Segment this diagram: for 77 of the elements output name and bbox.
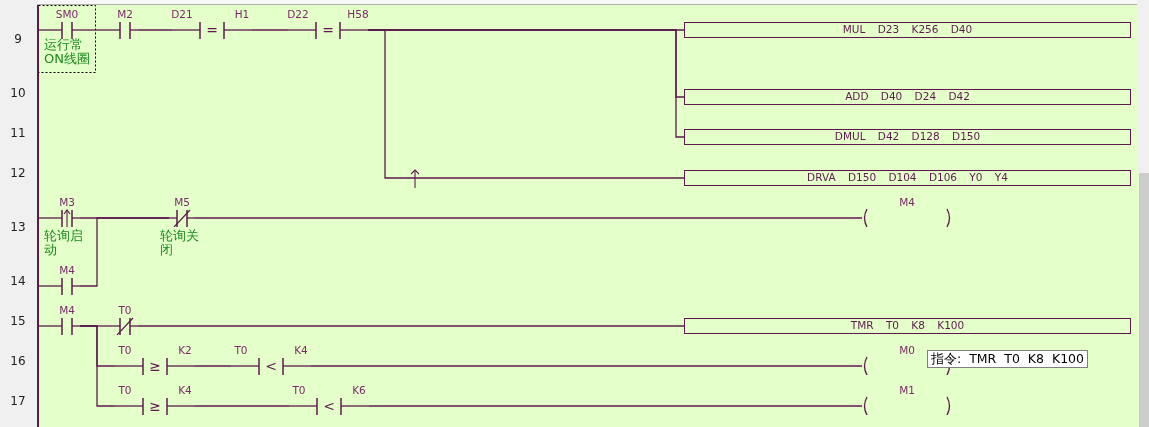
wire — [79, 325, 116, 407]
address-label: T0 — [234, 344, 248, 356]
wire — [137, 29, 173, 31]
row-number: 9 — [13, 32, 23, 46]
address-label: M4 — [59, 304, 75, 316]
wire — [368, 405, 863, 407]
wire — [79, 217, 170, 287]
address-label: SM0 — [55, 8, 79, 20]
row-number: 16 — [9, 354, 27, 368]
compare-contact — [289, 384, 369, 415]
contact — [112, 8, 138, 39]
contact — [54, 196, 80, 227]
address-label: D22 — [287, 8, 309, 20]
instruction-box: DMUL D42 D128 D150 — [684, 129, 1131, 145]
address-label: M3 — [59, 196, 75, 208]
compare-contact — [172, 8, 252, 39]
wire — [79, 29, 113, 31]
contact — [54, 264, 80, 295]
contact — [112, 304, 138, 335]
address-label: M4 — [59, 264, 75, 276]
contact — [169, 196, 195, 227]
address-label: K2 — [178, 344, 192, 356]
instruction-box: ADD D40 D24 D42 — [684, 89, 1131, 105]
row-number: 14 — [9, 274, 27, 288]
comment-text: 轮询启动 — [44, 229, 84, 257]
address-label: T0 — [292, 384, 306, 396]
address-label: K4 — [294, 344, 308, 356]
compare-sign: < — [323, 399, 335, 413]
address-label: M5 — [174, 196, 190, 208]
row-number: 11 — [9, 126, 27, 140]
compare-sign: ≥ — [149, 399, 161, 413]
wire — [194, 217, 863, 219]
address-label: T0 — [118, 384, 132, 396]
comment-text: 运行常ON线圈 — [44, 38, 91, 66]
output-coil — [862, 384, 952, 415]
instruction-box: TMR T0 K8 K100 — [684, 318, 1131, 334]
wire — [38, 217, 55, 219]
address-label: M1 — [899, 384, 915, 396]
output-coil — [862, 196, 952, 227]
address-label: K4 — [178, 384, 192, 396]
instruction-box: DRVA D150 D104 D106 Y0 Y4 — [684, 170, 1131, 186]
row-number: 15 — [9, 314, 27, 328]
wire — [251, 29, 289, 31]
address-label: M2 — [117, 8, 133, 20]
address-label: D21 — [171, 8, 193, 20]
compare-sign: < — [265, 359, 277, 373]
contact — [54, 8, 80, 39]
wire — [38, 285, 55, 287]
wire — [194, 405, 290, 407]
compare-sign: = — [206, 23, 218, 37]
compare-contact — [115, 344, 195, 375]
row-number: 13 — [9, 220, 27, 234]
instruction-box: MUL D23 K256 D40 — [684, 22, 1131, 38]
compare-sign: = — [322, 23, 334, 37]
address-label: T0 — [118, 304, 132, 316]
compare-contact — [288, 8, 368, 39]
address-label: M4 — [899, 196, 915, 208]
wire — [194, 365, 232, 367]
wire — [310, 365, 863, 367]
tooltip: 指令: TMR T0 K8 K100 — [927, 350, 1088, 368]
address-label: T0 — [118, 344, 132, 356]
address-label: H1 — [234, 8, 250, 20]
address-label: H58 — [347, 8, 369, 20]
address-label: K6 — [352, 384, 366, 396]
address-label: M0 — [899, 344, 915, 356]
row-number: 12 — [9, 166, 27, 180]
compare-contact — [115, 384, 195, 415]
row-number: 10 — [9, 86, 27, 100]
compare-sign: ≥ — [149, 359, 161, 373]
wire — [137, 325, 685, 327]
compare-contact — [231, 344, 311, 375]
comment-text: 轮询关闭 — [160, 229, 200, 257]
contact — [54, 304, 80, 335]
wire — [38, 325, 55, 327]
wire — [38, 29, 55, 31]
wire — [367, 29, 685, 189]
row-number: 17 — [9, 394, 27, 408]
